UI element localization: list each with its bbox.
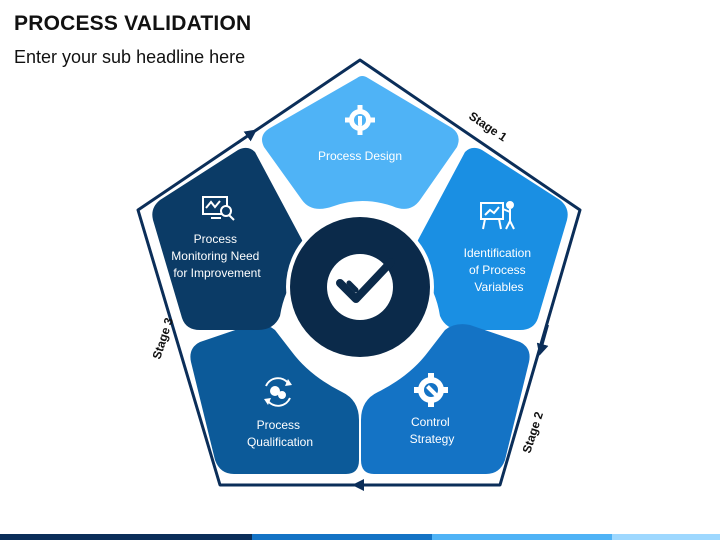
segment-shape: [152, 147, 306, 330]
segment-shape: [414, 147, 568, 330]
monitor-magnifier-icon: [202, 196, 235, 221]
gear-pencil-icon: [345, 105, 375, 135]
segment-label: Identification of Process Variables: [464, 246, 535, 294]
center-hub: [286, 213, 434, 361]
page-title: PROCESS VALIDATION: [14, 12, 252, 35]
wrench-gear-icon: [414, 373, 448, 407]
bottom-accent-bar: [0, 534, 720, 540]
segment-label: Process Qualification: [247, 418, 313, 449]
segment-identification[interactable]: Identification of Process Variables: [414, 147, 568, 330]
segment-process-qualification[interactable]: Process Qualification: [190, 324, 359, 474]
stage-1-label: Stage 1: [466, 109, 509, 145]
stage-3-label: Stage 3: [150, 316, 177, 361]
presentation-icon: [480, 201, 515, 230]
segment-control-strategy[interactable]: Control Strategy: [361, 324, 530, 474]
page-subtitle: Enter your sub headline here: [14, 47, 246, 67]
gears-cycle-icon: [264, 377, 292, 407]
segment-shape: [190, 324, 359, 474]
segment-label: Process Monitoring Need for Improvement: [171, 232, 262, 280]
checkmark-icon: [327, 254, 395, 320]
segment-label: Process Design: [318, 149, 402, 163]
segment-shape: [262, 76, 459, 209]
segment-process-monitoring[interactable]: Process Monitoring Need for Improvement: [152, 147, 306, 330]
segment-shape: [361, 324, 530, 474]
stage-flow-arrow: [536, 324, 549, 356]
accent-segment: [0, 534, 252, 540]
accent-segment: [252, 534, 432, 540]
stage-2-label: Stage 2: [520, 410, 547, 455]
stage-flow-arrow: [237, 129, 257, 144]
segment-process-design[interactable]: Process Design: [262, 76, 459, 209]
accent-segment: [432, 534, 612, 540]
accent-segment: [612, 534, 720, 540]
segment-label: Control Strategy: [410, 415, 455, 446]
